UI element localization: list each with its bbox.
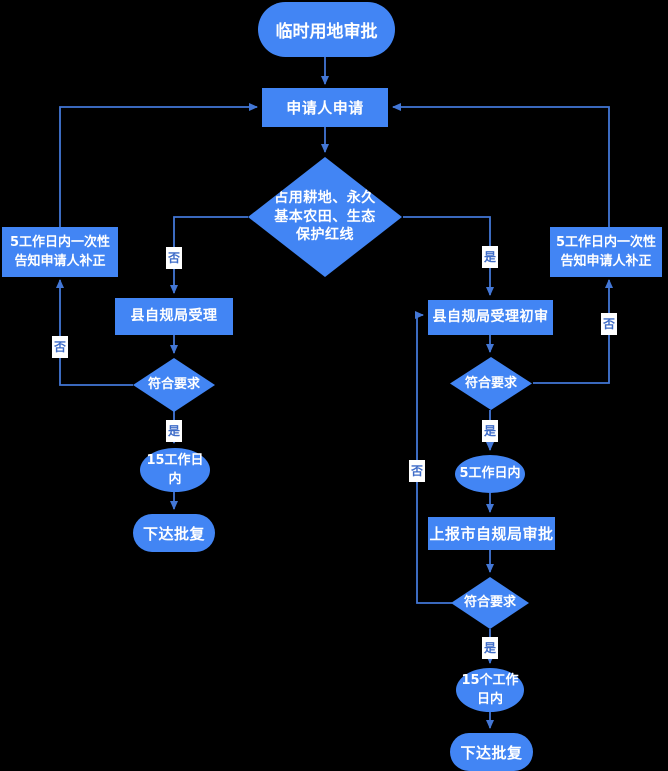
- node-report-city-bureau[interactable]: 上报市自规局审批: [428, 517, 555, 550]
- edge-check-left-no-to-notify: [56, 279, 133, 386]
- edge-label-yes-check-left: 是: [165, 420, 183, 442]
- node-issue-approval-right[interactable]: 下达批复: [450, 733, 533, 771]
- edge-notify-left-to-apply: [59, 103, 258, 227]
- node-applicant-apply-label: 申请人申请: [286, 99, 364, 117]
- node-check-bottom-label: 符合要求: [463, 595, 516, 611]
- edge-label-yes-check-right: 是: [481, 420, 499, 442]
- edge-decision-no-to-accept-left: [170, 216, 248, 294]
- node-notify-correction-right[interactable]: 5工作日内一次性 告知申请人补正: [550, 227, 662, 277]
- node-county-bureau-accept[interactable]: 县自规局受理: [115, 298, 233, 335]
- node-issue-approval-right-label: 下达批复: [460, 743, 523, 762]
- node-county-bureau-accept-label: 县自规局受理: [130, 308, 218, 325]
- node-county-bureau-initial-review-label: 县自规局受理初审: [432, 309, 549, 326]
- node-issue-approval-left-label: 下达批复: [142, 524, 205, 543]
- edge-label-no-check-left: 否: [51, 336, 69, 358]
- node-notify-correction-right-label: 5工作日内一次性 告知申请人补正: [555, 234, 657, 270]
- node-applicant-apply[interactable]: 申请人申请: [262, 88, 388, 127]
- node-main-decision-label: 占用耕地、永久 基本农田、生态 保护红线: [274, 189, 376, 244]
- node-issue-approval-left[interactable]: 下达批复: [133, 514, 215, 552]
- edge-notify-right-to-apply: [392, 103, 610, 227]
- node-notify-correction-left[interactable]: 5工作日内一次性 告知申请人补正: [2, 227, 118, 277]
- node-days5-right[interactable]: 5工作日内: [455, 455, 525, 493]
- node-county-bureau-initial-review[interactable]: 县自规局受理初审: [428, 300, 553, 335]
- node-days15-right-label: 15个工作 日内: [461, 672, 519, 708]
- node-days5-right-label: 5工作日内: [459, 466, 521, 482]
- node-report-city-bureau-label: 上报市自规局审批: [429, 525, 554, 543]
- node-days15-left[interactable]: 15工作日 内: [140, 448, 210, 492]
- edge-label-no-check-bottom: 否: [408, 460, 426, 482]
- node-days15-left-label: 15工作日 内: [146, 452, 204, 488]
- node-check-left-label: 符合要求: [147, 377, 200, 393]
- edge-label-no-check-right: 否: [600, 313, 618, 335]
- edge-decision-yes-to-accept-right: [403, 216, 494, 296]
- edge-label-yes-main-right: 是: [481, 246, 499, 268]
- node-start-label: 临时用地审批: [275, 22, 378, 42]
- node-days15-right[interactable]: 15个工作 日内: [456, 668, 524, 712]
- edge-label-no-main-left: 否: [165, 247, 183, 269]
- node-check-right-label: 符合要求: [464, 375, 517, 391]
- node-notify-correction-left-label: 5工作日内一次性 告知申请人补正: [9, 234, 111, 270]
- edge-check-bottom-no-to-accept-right: [415, 311, 452, 604]
- edge-label-yes-check-bottom: 是: [481, 637, 499, 659]
- node-start[interactable]: 临时用地审批: [258, 2, 395, 57]
